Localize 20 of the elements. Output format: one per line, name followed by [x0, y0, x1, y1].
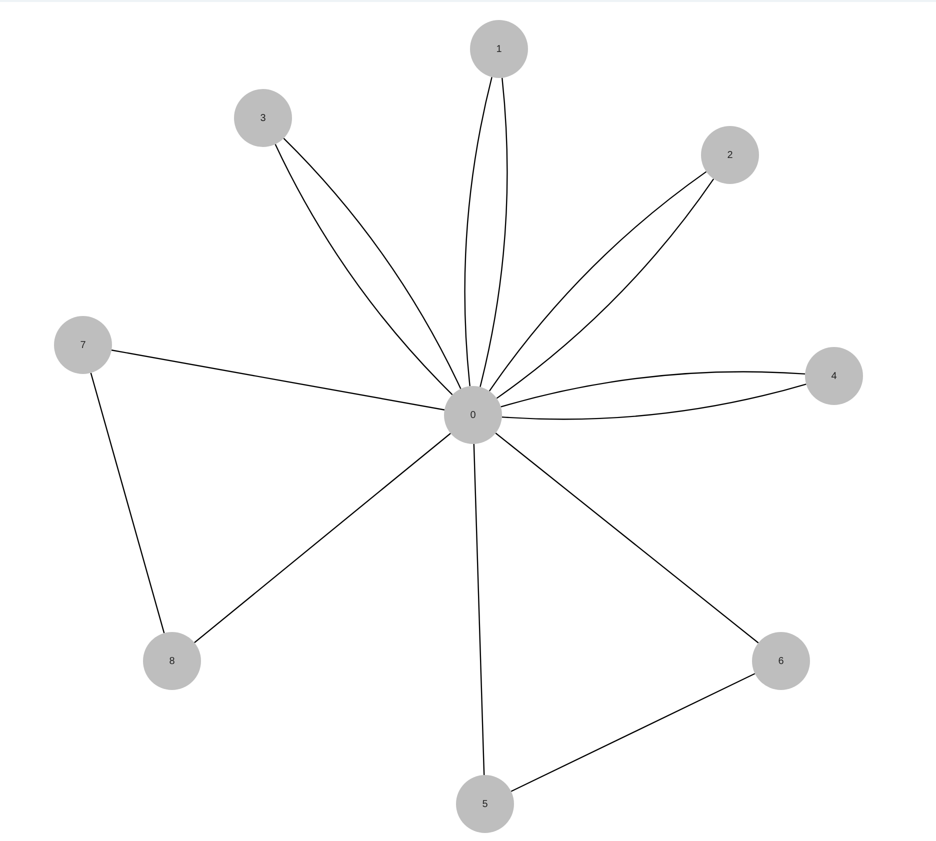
connector-line: [194, 432, 451, 644]
connector-line: [500, 371, 806, 408]
node-label: 8: [169, 656, 175, 666]
connector-line: [464, 76, 492, 386]
connector-line: [510, 673, 756, 792]
node-label: 0: [470, 410, 476, 420]
connector-line: [480, 78, 508, 388]
node-label: 3: [260, 112, 266, 124]
connector-line: [473, 444, 485, 776]
node-label: 5: [482, 798, 488, 810]
connector-line: [111, 350, 445, 410]
node-label: 2: [727, 150, 733, 160]
node-label: 4: [831, 370, 837, 382]
connector-line: [495, 432, 759, 644]
node-label: 7: [80, 340, 86, 350]
node-circle: [444, 386, 502, 444]
connector-line: [502, 384, 806, 420]
node-label: 6: [778, 656, 784, 666]
connector-line: [90, 372, 165, 634]
node-label: 1: [496, 44, 502, 54]
